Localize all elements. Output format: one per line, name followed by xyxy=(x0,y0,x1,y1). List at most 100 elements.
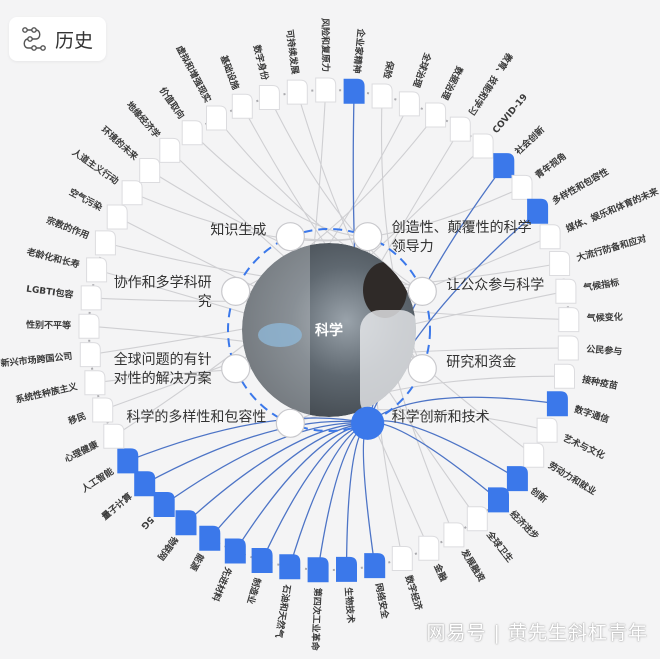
topic-label[interactable]: 发展融资 xyxy=(458,546,488,584)
hub-node[interactable]: 让公众参与科学 xyxy=(407,276,544,306)
topic-label[interactable]: 基础设施 xyxy=(217,53,242,92)
topic-node[interactable] xyxy=(466,506,488,532)
topic-node[interactable] xyxy=(86,257,108,283)
topic-label[interactable]: 第四次工业革命 xyxy=(309,587,324,651)
topic-label[interactable]: 多样性和包容性 xyxy=(550,165,611,207)
hub-circle[interactable] xyxy=(221,276,251,306)
topic-label[interactable]: 人工智能 xyxy=(78,465,116,495)
topic-node[interactable] xyxy=(251,548,273,573)
topic-label[interactable]: 系统性种族主义 xyxy=(14,380,79,406)
topic-node[interactable] xyxy=(134,471,156,497)
topic-node[interactable] xyxy=(139,158,161,183)
topic-node[interactable] xyxy=(315,77,337,103)
hub-node[interactable]: 科学的多样性和包容性 xyxy=(126,408,305,438)
topic-node[interactable] xyxy=(231,93,253,119)
hub-circle[interactable] xyxy=(407,354,437,384)
topic-node[interactable] xyxy=(493,153,515,179)
topic-node[interactable] xyxy=(286,79,308,105)
topic-label[interactable]: 生物技术 xyxy=(342,587,357,624)
topic-label[interactable]: 全球治理 xyxy=(410,50,434,89)
topic-label[interactable]: 移民 xyxy=(67,410,88,427)
topic-node[interactable] xyxy=(549,251,571,276)
topic-node[interactable] xyxy=(175,510,197,536)
topic-node[interactable] xyxy=(199,525,221,551)
topic-node[interactable] xyxy=(488,487,509,513)
topic-node[interactable] xyxy=(336,556,357,582)
topic-label[interactable]: 数字经济 xyxy=(403,574,426,613)
topic-node[interactable] xyxy=(279,554,301,580)
hub-node[interactable]: 知识生成 xyxy=(210,222,305,252)
topic-node[interactable] xyxy=(153,492,175,517)
topic-node[interactable] xyxy=(527,198,549,224)
topic-label[interactable]: 青年视角 xyxy=(533,150,569,181)
topic-node[interactable] xyxy=(121,180,143,206)
topic-label[interactable]: 人道主义行动 xyxy=(69,146,121,187)
topic-node[interactable] xyxy=(92,397,114,423)
topic-label[interactable]: 创新 xyxy=(527,484,549,505)
topic-node[interactable] xyxy=(536,417,558,443)
topic-label[interactable]: 经济进步 xyxy=(507,508,541,542)
topic-label[interactable]: LGBTI包容 xyxy=(26,283,75,301)
hub-circle[interactable] xyxy=(275,222,305,252)
topic-node[interactable] xyxy=(425,102,447,128)
topic-label[interactable]: 5G xyxy=(139,514,156,531)
topic-node[interactable] xyxy=(343,78,365,104)
topic-label[interactable]: 气候变化 xyxy=(586,311,624,325)
topic-label[interactable]: 心理健康 xyxy=(62,438,100,465)
topic-node[interactable] xyxy=(103,423,125,449)
topic-label[interactable]: 气候指标 xyxy=(582,276,620,294)
topic-label[interactable]: 接种疫苗 xyxy=(581,373,619,392)
topic-label[interactable]: 风险和复原力 xyxy=(319,18,332,72)
topic-node[interactable] xyxy=(398,91,420,117)
topic-label[interactable]: 社会创新 xyxy=(512,124,547,158)
hub-circle[interactable] xyxy=(275,408,305,438)
topic-label[interactable]: 全球卫生 xyxy=(483,528,515,565)
hub-circle[interactable] xyxy=(221,354,251,384)
topic-node[interactable] xyxy=(84,370,106,396)
topic-node[interactable] xyxy=(506,466,528,492)
topic-node[interactable] xyxy=(78,313,100,339)
topic-label[interactable]: 新兴市场跨国公司 xyxy=(0,350,73,369)
topic-node[interactable] xyxy=(224,538,246,564)
hub-circle[interactable] xyxy=(407,276,437,306)
topic-node[interactable] xyxy=(80,285,102,311)
topic-label[interactable]: 教育、技能和学习 xyxy=(466,50,516,118)
topic-node[interactable] xyxy=(472,133,494,159)
topic-label[interactable]: 石油和天然气 xyxy=(273,583,294,639)
topic-label[interactable]: 性别不平等 xyxy=(26,319,71,332)
topic-label[interactable]: 能源 xyxy=(187,551,206,573)
topic-label[interactable]: 保险 xyxy=(381,59,397,81)
topic-label[interactable]: COVID-19 xyxy=(491,92,530,135)
topic-node[interactable] xyxy=(449,116,471,142)
topic-node[interactable] xyxy=(364,553,386,579)
topic-node[interactable] xyxy=(558,307,580,333)
topic-label[interactable]: 劳动力和就业 xyxy=(546,459,598,497)
topic-label[interactable]: 金融 xyxy=(431,561,450,583)
topic-node[interactable] xyxy=(94,230,116,256)
topic-label[interactable]: 艺术与文化 xyxy=(561,432,607,462)
topic-label[interactable]: 先进材料 xyxy=(209,565,234,603)
topic-node[interactable] xyxy=(554,363,575,389)
topic-node[interactable] xyxy=(555,278,577,304)
topic-label[interactable]: 物联网 xyxy=(155,534,181,563)
topic-node[interactable] xyxy=(539,224,561,250)
topic-node[interactable] xyxy=(79,342,101,368)
topic-node[interactable] xyxy=(391,546,413,571)
topic-node[interactable] xyxy=(557,335,579,361)
topic-label[interactable]: 环境的未来 xyxy=(99,124,141,164)
topic-node[interactable] xyxy=(117,448,139,474)
topic-label[interactable]: 公民参与 xyxy=(586,343,623,358)
hub-node[interactable]: 研究和资金 xyxy=(407,354,516,384)
hub-circle[interactable] xyxy=(351,406,385,440)
topic-label[interactable]: 宗教的作用 xyxy=(45,214,91,242)
topic-label[interactable]: 虚拟和增强现实 xyxy=(174,43,214,104)
topic-node[interactable] xyxy=(258,85,280,110)
topic-label[interactable]: 数据治理 xyxy=(439,64,466,102)
topic-label[interactable]: 可持续发展 xyxy=(283,29,301,75)
topic-node[interactable] xyxy=(159,137,181,163)
topic-label[interactable]: 企业家精神 xyxy=(351,27,368,74)
topic-label[interactable]: 老龄化和长寿 xyxy=(25,245,81,270)
topic-node[interactable] xyxy=(307,557,329,583)
